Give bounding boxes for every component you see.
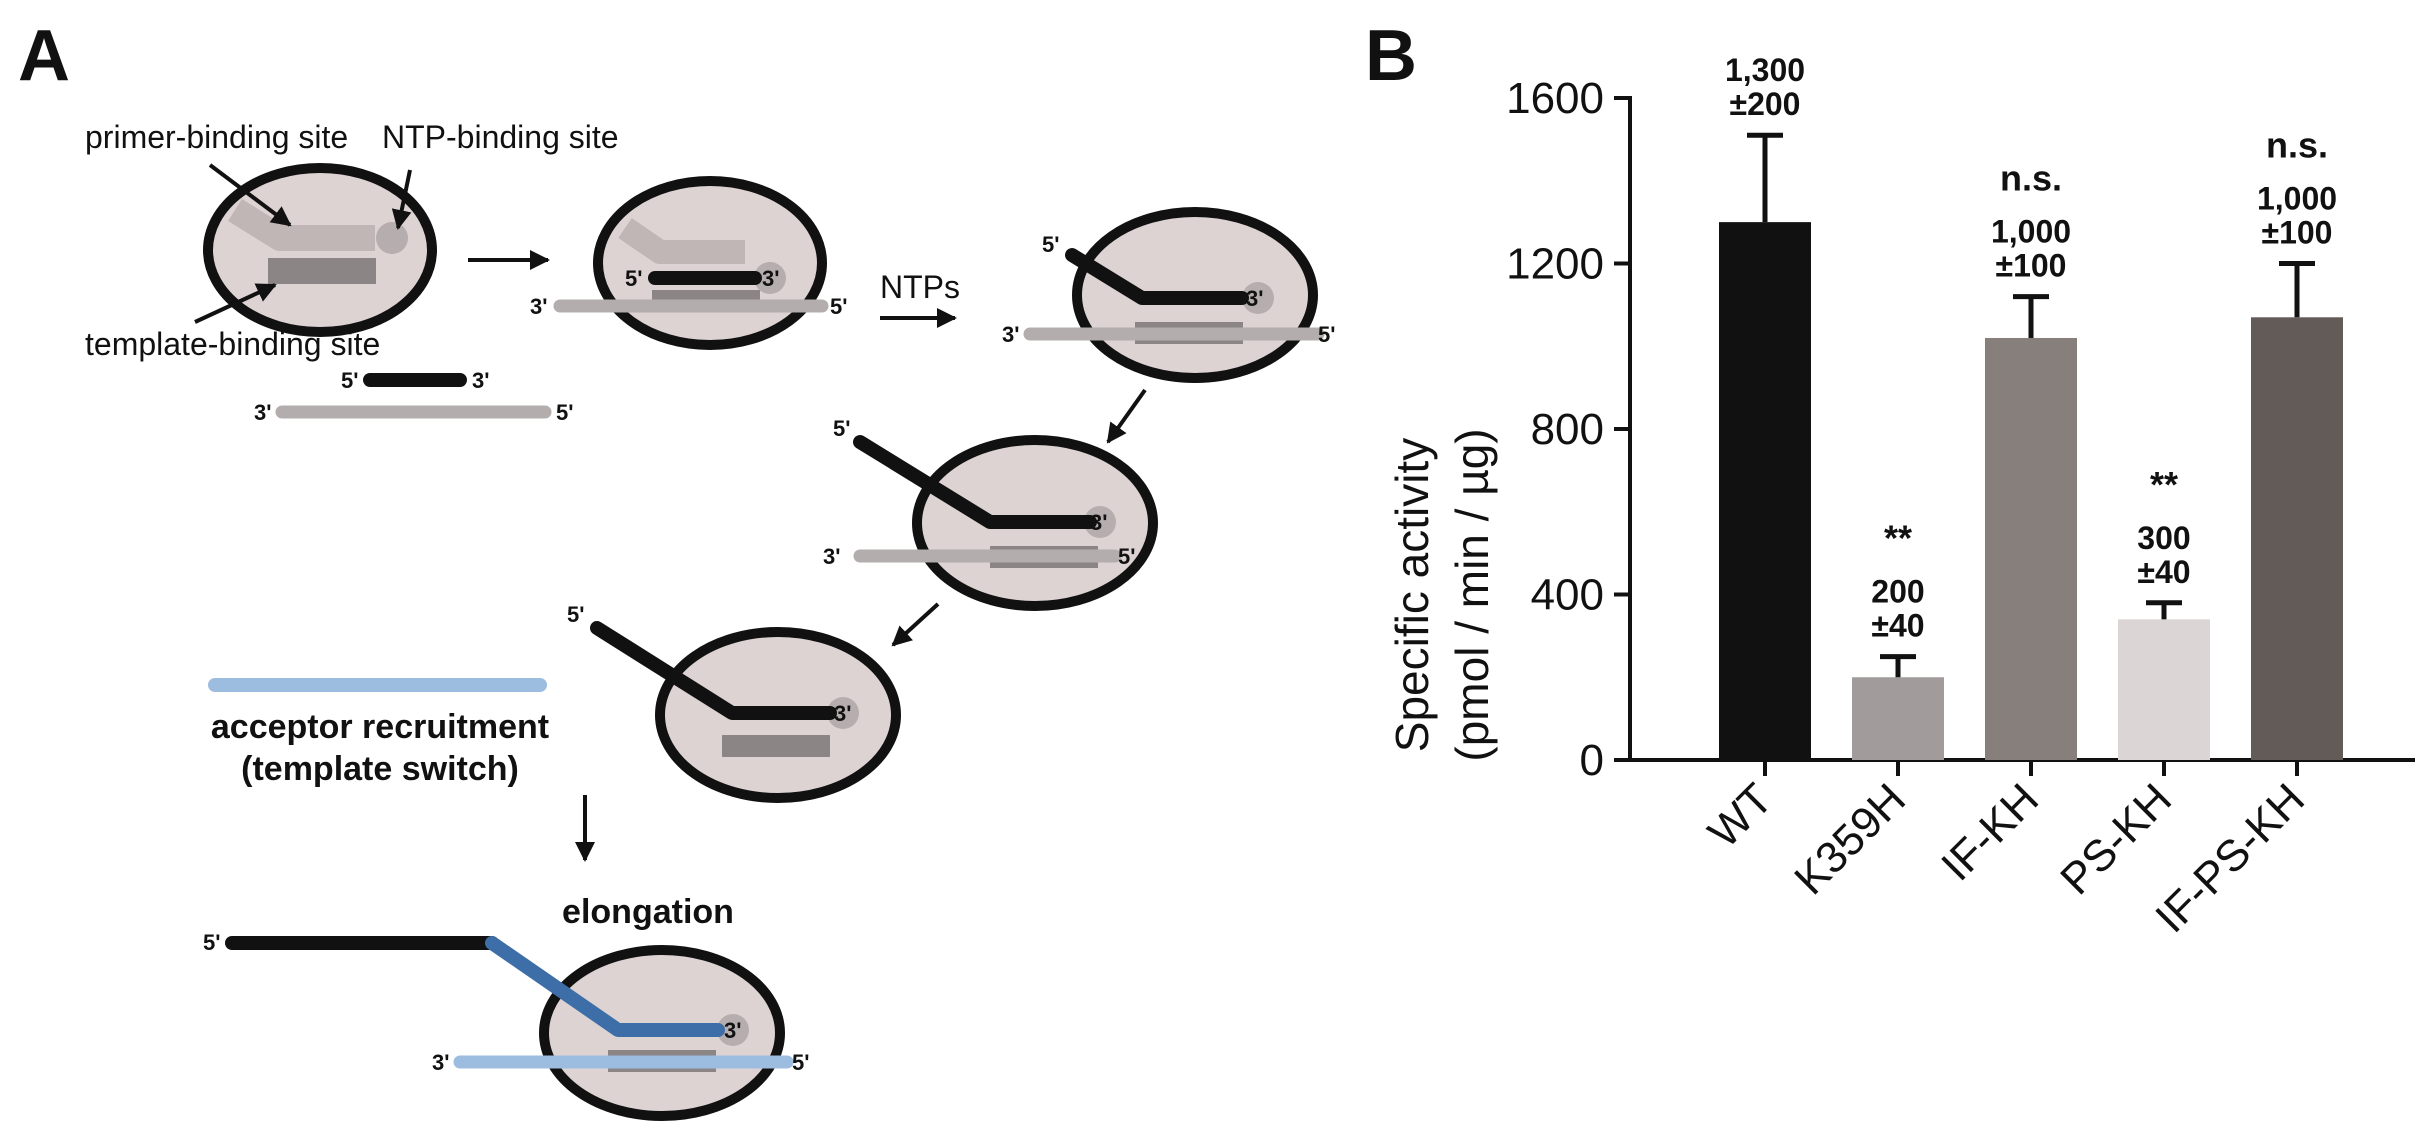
enzyme-extending-1: 5' 3' 3' 5' bbox=[1002, 207, 1335, 383]
stage5-primer-5prime: 5' bbox=[567, 602, 584, 627]
bar bbox=[1852, 677, 1944, 760]
ntp-site-label: NTP-binding site bbox=[382, 119, 619, 155]
x-tick-label: K359H bbox=[1785, 774, 1915, 904]
y-ticks: 0 400 800 1200 1600 bbox=[1506, 74, 1630, 785]
enzyme-extending-2: 5' 3' 3' 5' bbox=[823, 416, 1158, 611]
significance-marker: ** bbox=[2150, 464, 2178, 505]
value-label: 1,000 bbox=[1991, 214, 2071, 250]
significance-marker: n.s. bbox=[2266, 125, 2328, 166]
bar bbox=[2251, 317, 2343, 760]
bars: 1,300±200200±40**1,000±100n.s.300±40**1,… bbox=[1719, 52, 2343, 760]
bar-chart: Specific activity (pmol / min / µg) 0 400… bbox=[1386, 52, 2415, 942]
free-template-5prime: 5' bbox=[556, 400, 573, 425]
y-tick-label: 1200 bbox=[1506, 240, 1604, 289]
value-label-error: ±100 bbox=[2262, 215, 2333, 251]
bar bbox=[1985, 337, 2077, 760]
elong-primer-3prime: 3' bbox=[724, 1018, 741, 1043]
bound-template-5prime: 5' bbox=[830, 294, 847, 319]
template-site-label: template-binding site bbox=[85, 326, 380, 362]
enzyme-free bbox=[203, 163, 437, 337]
significance-marker: n.s. bbox=[2000, 158, 2062, 199]
elong-acceptor-5prime: 5' bbox=[792, 1050, 809, 1075]
value-label: 200 bbox=[1871, 574, 1924, 610]
y-axis-label-line2: (pmol / min / µg) bbox=[1446, 428, 1498, 761]
value-label-error: ±100 bbox=[1996, 248, 2067, 284]
step-arrow-4 bbox=[891, 602, 940, 647]
stage3-primer-5prime: 5' bbox=[1042, 232, 1059, 257]
bar bbox=[1719, 222, 1811, 760]
stage4-primer-3prime: 3' bbox=[1090, 510, 1107, 535]
y-tick-label: 0 bbox=[1580, 736, 1604, 785]
template-site-arrow bbox=[194, 283, 277, 324]
ntps-label: NTPs bbox=[880, 269, 960, 305]
x-tick-label: IF-KH bbox=[1932, 774, 2048, 890]
value-label: 1,000 bbox=[2257, 181, 2337, 217]
panel-b-label: B bbox=[1365, 16, 1417, 96]
free-template-3prime: 3' bbox=[254, 400, 271, 425]
stage4-template-3prime: 3' bbox=[823, 544, 840, 569]
enzyme-bound: 5' 3' 3' 5' bbox=[530, 176, 847, 350]
free-primer-5prime: 5' bbox=[341, 368, 358, 393]
significance-marker: ** bbox=[1884, 518, 1912, 559]
stage4-template-5prime: 5' bbox=[1118, 544, 1135, 569]
free-primer: 5' 3' bbox=[341, 368, 489, 393]
elongation-label: elongation bbox=[562, 893, 734, 931]
stage3-template-5prime: 5' bbox=[1318, 322, 1335, 347]
stage5-primer-3prime: 3' bbox=[834, 701, 851, 726]
free-template: 3' 5' bbox=[254, 400, 573, 425]
y-axis-label-line1: Specific activity bbox=[1386, 438, 1438, 752]
elong-acceptor-3prime: 3' bbox=[432, 1050, 449, 1075]
x-tick-label: PS-KH bbox=[2051, 774, 2181, 904]
bound-primer-3prime: 3' bbox=[762, 266, 779, 291]
acceptor-label-line1: acceptor recruitment bbox=[211, 708, 549, 746]
primer-site-label: primer-binding site bbox=[85, 119, 348, 155]
panel-a-label: A bbox=[18, 16, 70, 96]
elong-primer-5prime: 5' bbox=[203, 930, 220, 955]
enzyme-elongation: 5' 3' 3' 5' bbox=[203, 930, 809, 1121]
value-label-error: ±40 bbox=[2137, 554, 2190, 590]
ntp-site-arrow bbox=[391, 169, 412, 230]
bar bbox=[2118, 619, 2210, 760]
value-label: 1,300 bbox=[1725, 52, 1805, 88]
stage3-template-3prime: 3' bbox=[1002, 322, 1019, 347]
value-label-error: ±40 bbox=[1871, 608, 1924, 644]
free-primer-3prime: 3' bbox=[472, 368, 489, 393]
x-tick-label: WT bbox=[1699, 774, 1782, 857]
enzyme-extended: 5' 3' bbox=[567, 602, 901, 803]
stage4-primer-5prime: 5' bbox=[833, 416, 850, 441]
y-tick-label: 1600 bbox=[1506, 74, 1604, 123]
acceptor-label-line2: (template switch) bbox=[241, 750, 519, 788]
step-arrow-3 bbox=[1106, 388, 1147, 444]
bound-primer-5prime: 5' bbox=[625, 266, 642, 291]
stage3-primer-3prime: 3' bbox=[1246, 286, 1263, 311]
bound-template-3prime: 3' bbox=[530, 294, 547, 319]
y-tick-label: 800 bbox=[1531, 405, 1604, 454]
y-tick-label: 400 bbox=[1531, 571, 1604, 620]
value-label-error: ±200 bbox=[1730, 86, 1801, 122]
primer-site-arrow bbox=[208, 163, 292, 227]
value-label: 300 bbox=[2137, 520, 2190, 556]
